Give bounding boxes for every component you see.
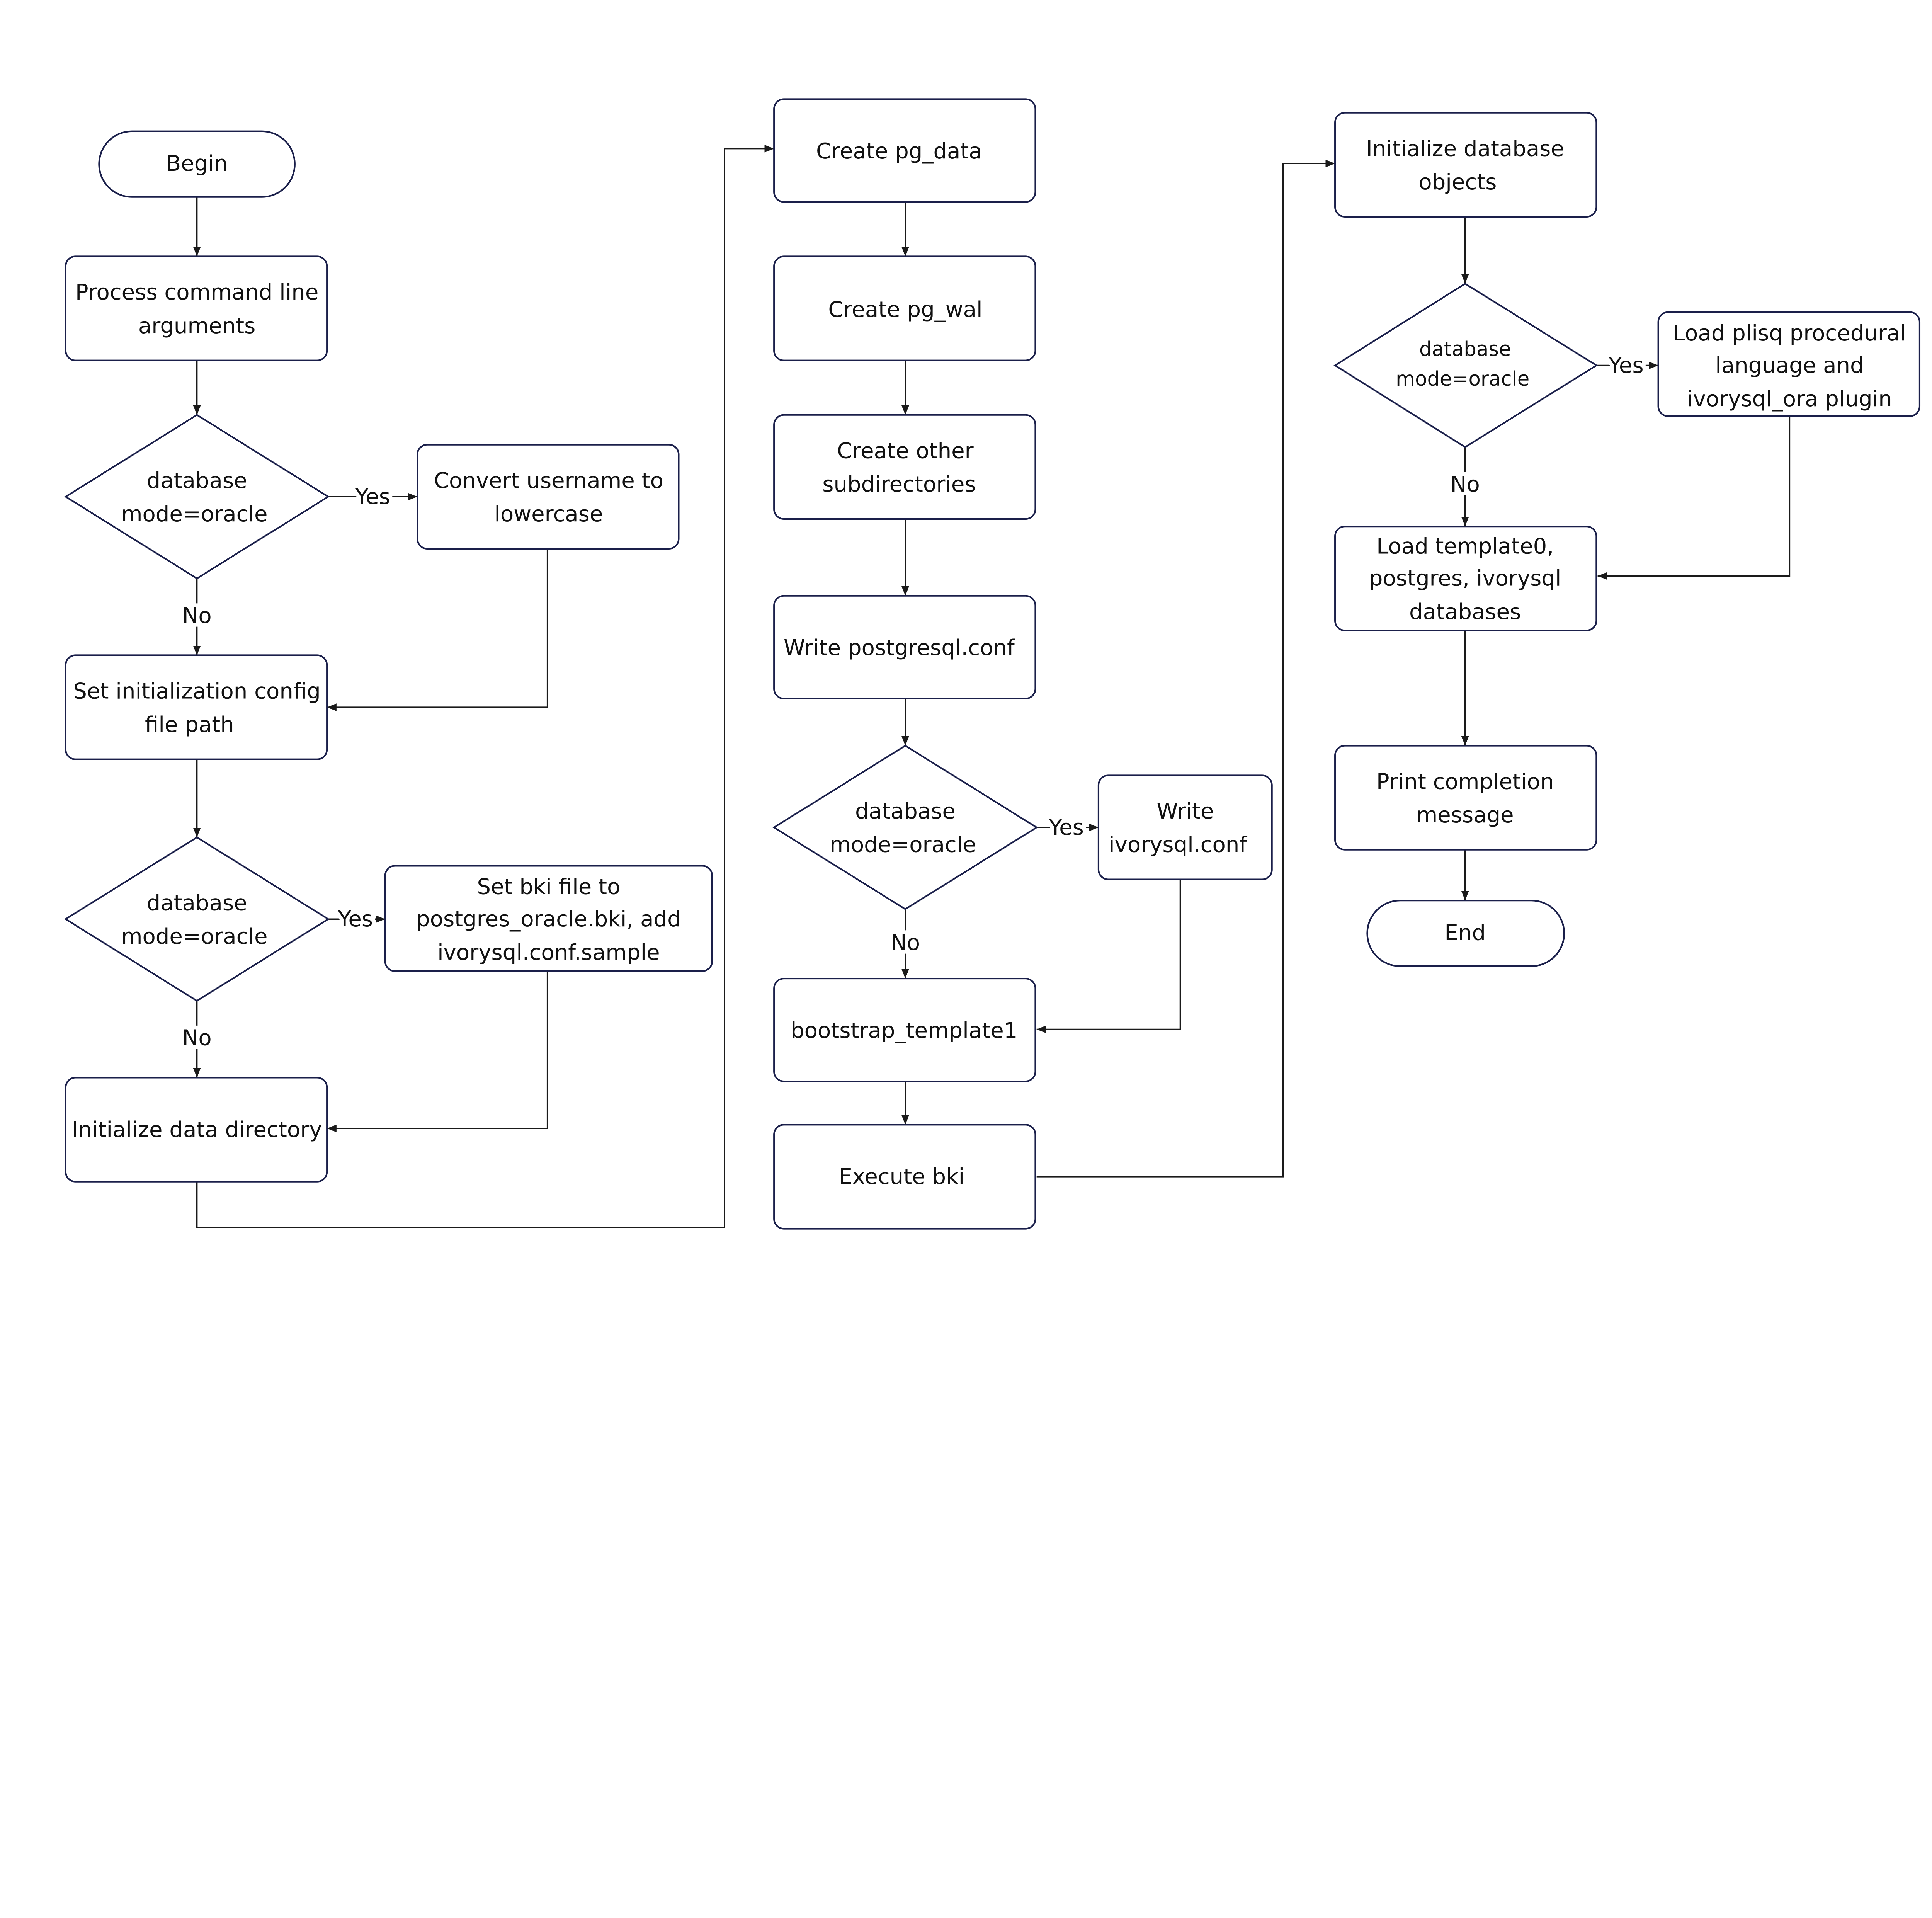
node-label: Create other: [837, 438, 974, 463]
edges: [193, 145, 1791, 1229]
node-label: mode=oracle: [1396, 368, 1529, 391]
node-label: database: [147, 890, 247, 916]
node-convert-username: Convert username to lowercase: [417, 444, 680, 550]
node-label: bootstrap_template1: [791, 1018, 1017, 1043]
edge-ivoryconf-bootstrap: [1036, 879, 1181, 1033]
node-create-pg-wal: Create pg_wal: [773, 255, 1036, 361]
decision-2: database mode=oracle: [64, 836, 330, 1002]
node-label: Print completion: [1376, 769, 1554, 794]
node-label: postgres_oracle.bki, add: [416, 907, 681, 932]
node-label: language and: [1715, 353, 1864, 378]
node-label: database: [147, 468, 247, 493]
node-set-bki: Set bki file to postgres_oracle.bki, add…: [384, 865, 713, 972]
node-write-ivorysql-conf: Write ivorysql.conf: [1097, 774, 1273, 880]
node-label: ivorysql.conf.sample: [437, 940, 660, 965]
node-label: Write: [1156, 799, 1214, 824]
node-label: mode=oracle: [830, 832, 976, 858]
node-label: databases: [1409, 599, 1521, 625]
node-label: objects: [1418, 170, 1497, 195]
node-label: arguments: [138, 313, 255, 339]
edge-convert-setconfig: [327, 548, 548, 711]
node-end: End: [1366, 900, 1565, 967]
node-label: Set initialization config: [73, 679, 320, 704]
node-begin: Begin: [98, 130, 296, 198]
node-label: subdirectories: [822, 472, 976, 497]
node-process-args: Process command line arguments: [65, 255, 328, 361]
label-yes: Yes: [1608, 353, 1644, 378]
label-yes: Yes: [338, 907, 373, 932]
node-label: database: [1419, 338, 1511, 361]
decision-4: database mode=oracle: [1333, 283, 1598, 448]
edge-labels: Yes No Yes No Yes No Yes No: [179, 349, 1647, 1055]
node-create-pg-data: Create pg_data: [773, 98, 1036, 203]
node-create-other: Create other subdirectories: [773, 414, 1036, 520]
decision-3: database mode=oracle: [772, 745, 1038, 910]
node-load-templates: Load template0, postgres, ivorysql datab…: [1334, 526, 1597, 631]
node-label: message: [1417, 803, 1514, 828]
node-print-completion: Print completion message: [1334, 745, 1597, 851]
flowchart: Yes No Yes No Yes No Yes No Begin Proces…: [64, 98, 1921, 1230]
node-label: Initialize database: [1366, 136, 1564, 161]
node-label: mode=oracle: [121, 502, 268, 527]
label-no: No: [891, 930, 920, 955]
label-yes: Yes: [355, 484, 390, 509]
node-bootstrap-template1: bootstrap_template1: [773, 977, 1036, 1082]
node-label: Convert username to: [434, 468, 663, 493]
label-no: No: [182, 1026, 211, 1051]
node-label: Initialize data directory: [72, 1117, 322, 1142]
edge-initdir-pgdata: [196, 145, 774, 1229]
node-label: ivorysql_ora plugin: [1687, 386, 1892, 412]
node-label: Begin: [166, 151, 228, 176]
decision-1: database mode=oracle: [64, 414, 330, 580]
node-label: Set bki file to: [477, 875, 620, 900]
label-no: No: [1451, 472, 1480, 497]
node-init-db-objects: Initialize database objects: [1334, 112, 1597, 218]
edge-setbki-initdir: [327, 971, 548, 1132]
node-execute-bki: Execute bki: [773, 1124, 1036, 1230]
node-label: Create pg_wal: [828, 297, 982, 322]
node-label: postgres, ivorysql: [1369, 566, 1561, 591]
node-label: ivorysql.conf: [1109, 832, 1247, 858]
edge-executebki-initobjects: [1036, 160, 1335, 1178]
node-label: Execute bki: [838, 1164, 964, 1190]
node-label: database: [855, 799, 956, 824]
node-label: Load plisq procedural: [1673, 321, 1906, 346]
node-set-config-path: Set initialization config file path: [65, 654, 328, 760]
label-yes: Yes: [1048, 815, 1084, 840]
node-label: Create pg_data: [816, 139, 982, 164]
node-load-plisql: Load plisq procedural language and ivory…: [1657, 311, 1921, 417]
node-label: file path: [145, 712, 234, 737]
node-label: End: [1444, 920, 1486, 945]
node-label: Load template0,: [1376, 534, 1554, 559]
node-label: Write postgresql.conf: [784, 635, 1015, 660]
node-write-postgresql-conf: Write postgresql.conf: [773, 595, 1036, 699]
node-init-data-dir: Initialize data directory: [65, 1077, 328, 1183]
label-no: No: [182, 603, 211, 628]
edge-plisql-templates: [1597, 416, 1791, 580]
node-label: mode=oracle: [121, 924, 268, 949]
node-label: lowercase: [494, 502, 603, 527]
node-label: Process command line: [75, 280, 318, 305]
